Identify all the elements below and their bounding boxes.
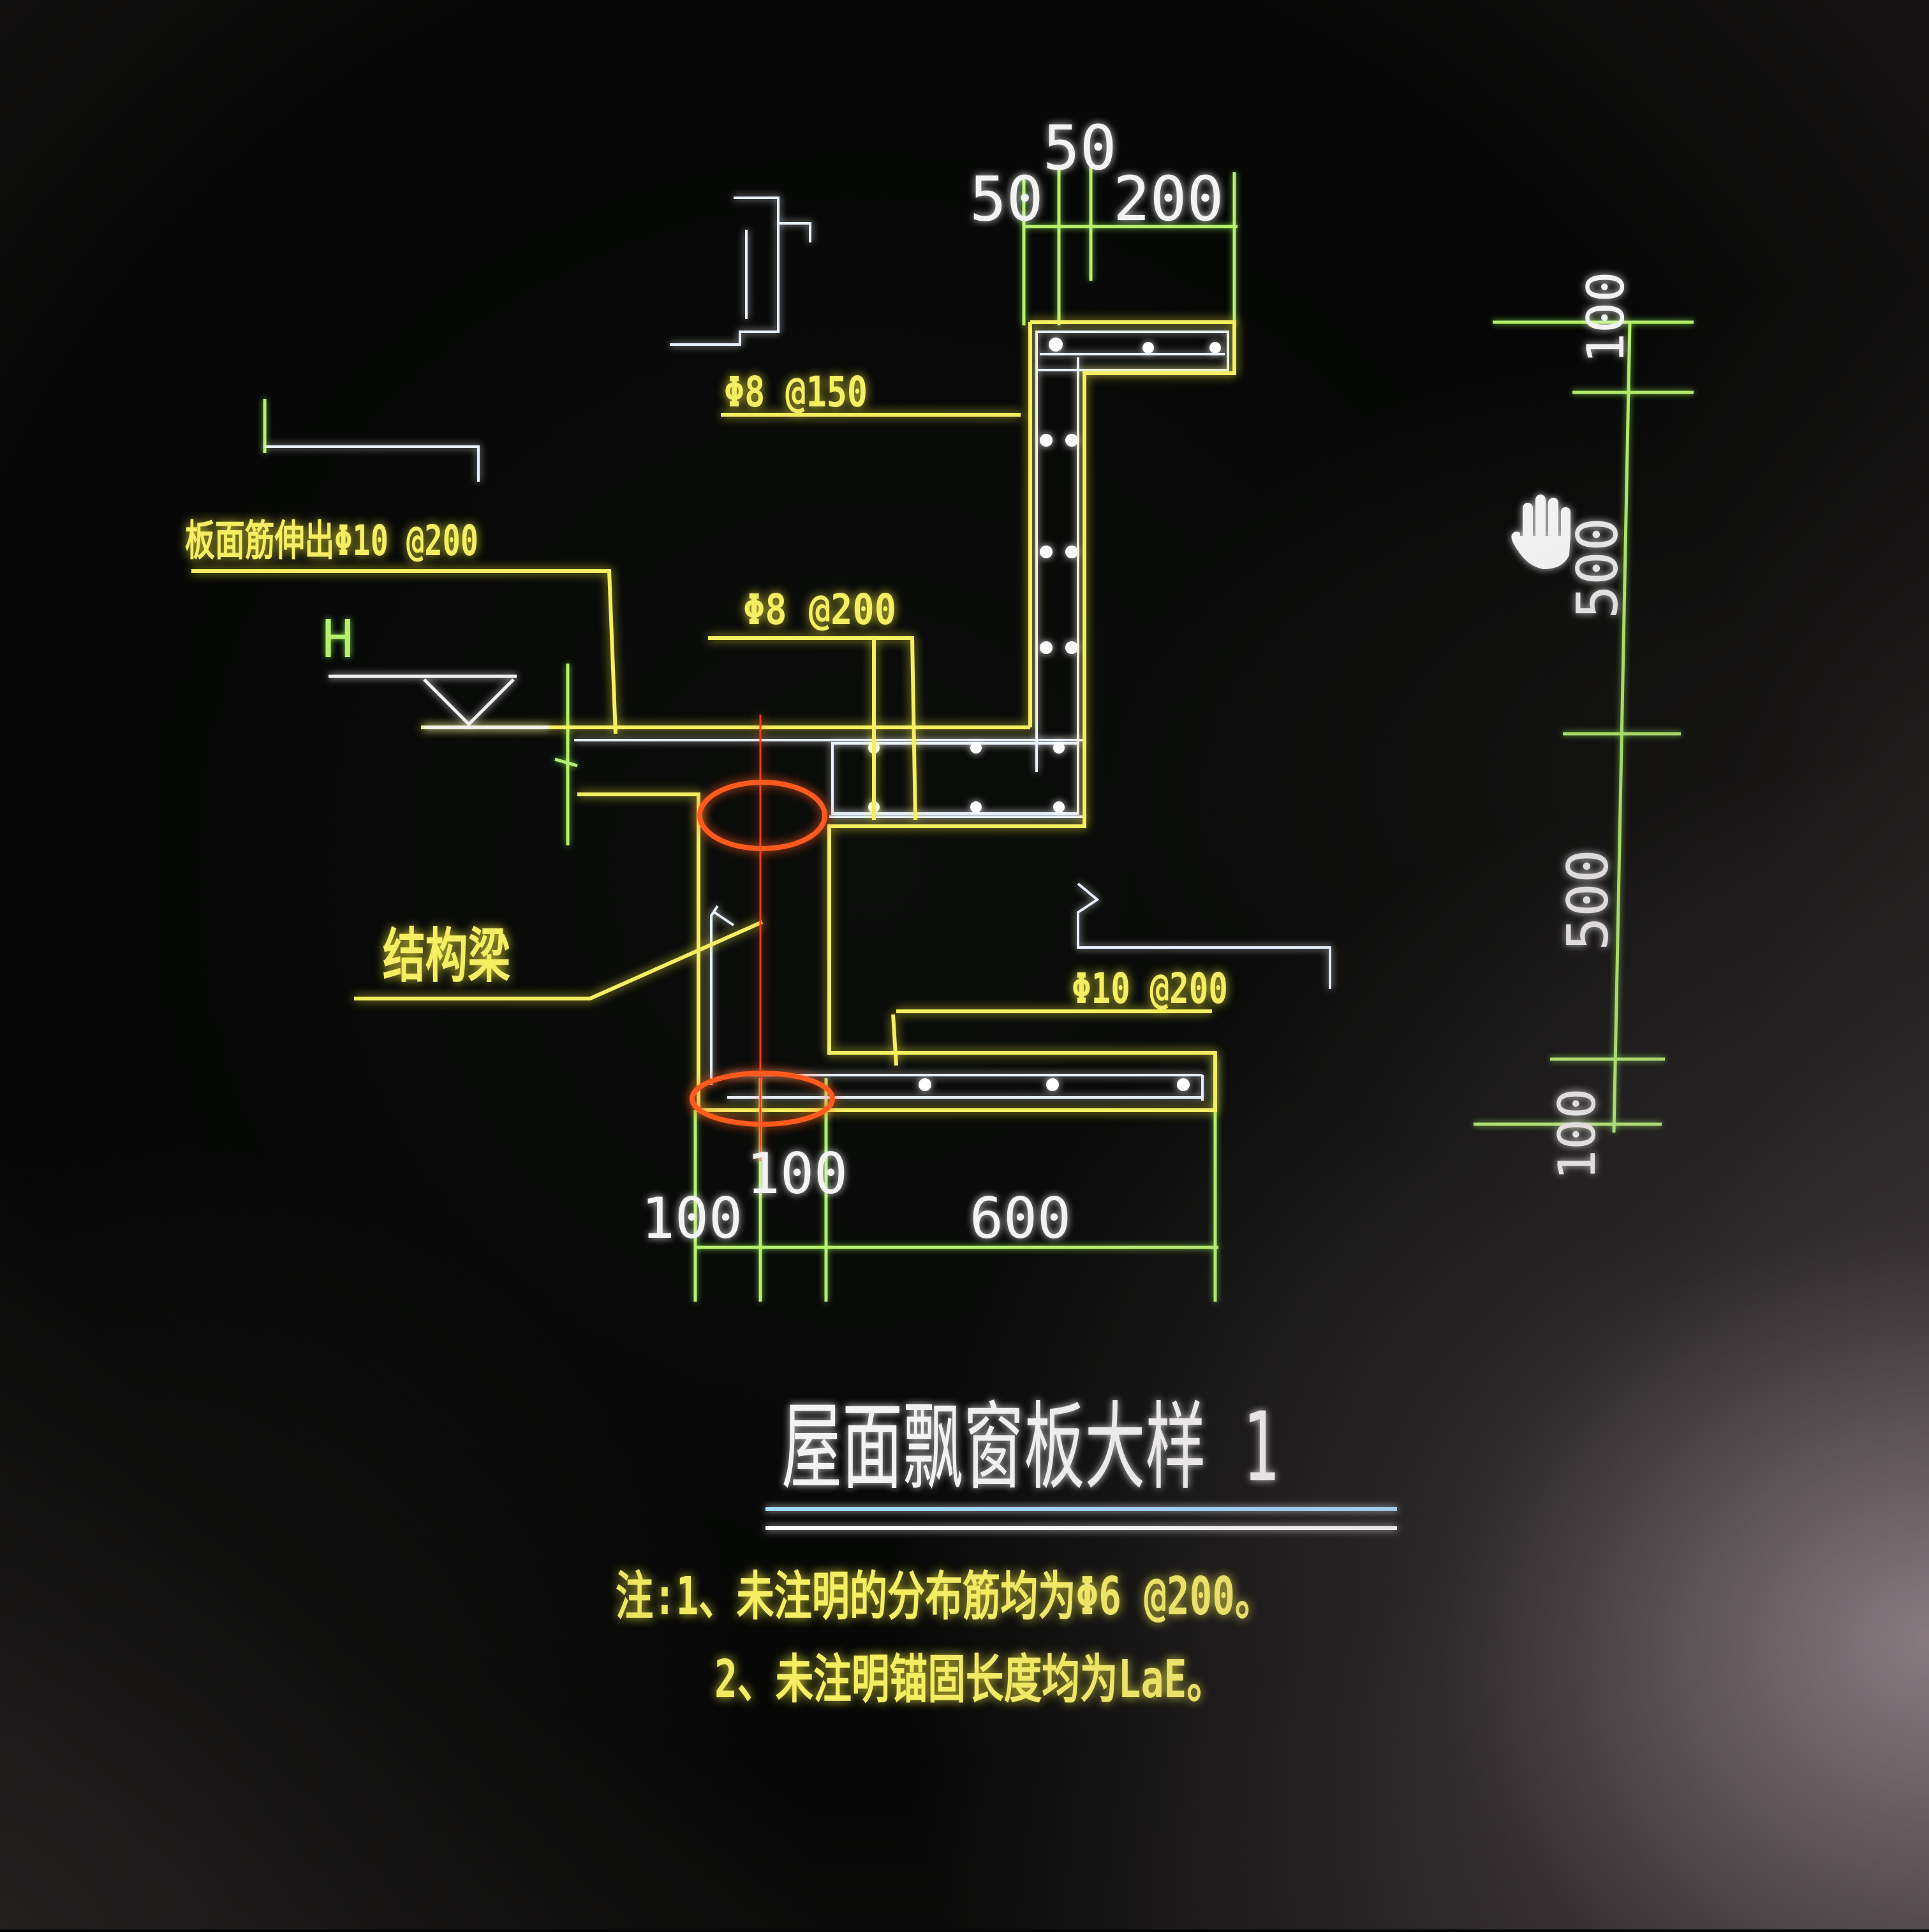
dim-top-50a: 50 <box>970 163 1044 235</box>
label-structural-beam: 结构梁 <box>383 922 510 990</box>
dim-right-500-upper: 500 <box>1565 517 1630 619</box>
dim-bottom-100b: 100 <box>746 1141 848 1207</box>
dimension-lines <box>263 166 1694 1302</box>
dim-top-50b: 50 <box>1043 112 1117 184</box>
highlight-marks <box>690 780 835 1127</box>
dim-top-200: 200 <box>1113 163 1223 235</box>
dim-bottom-600: 600 <box>970 1185 1071 1251</box>
dim-bottom-100a: 100 <box>641 1185 743 1251</box>
title-underline <box>765 1507 1397 1530</box>
dim-right-100-top: 100 <box>1576 272 1636 364</box>
hand-pan-icon <box>1511 494 1571 569</box>
dim-right-500-lower: 500 <box>1555 849 1621 951</box>
label-rebar-bottom: Φ10 @200 <box>1072 964 1228 1013</box>
dim-right-100-bottom: 100 <box>1548 1089 1607 1181</box>
label-rebar-mid: Φ8 @200 <box>743 585 896 634</box>
drawing-title: 屋面飘窗板大样 1 <box>781 1392 1279 1503</box>
label-rebar-top: Φ8 @150 <box>724 368 868 417</box>
elevation-marker <box>329 674 549 729</box>
label-rebar-slab-extension: 板面筋伸出Φ10 @200 <box>185 516 478 565</box>
note-line-1: 注:1、未注明的分布筋均为Φ6 @200。 <box>616 1566 1273 1627</box>
note-line-2: 2、未注明锚固长度均为LaE。 <box>714 1649 1225 1710</box>
label-elevation-h: H <box>322 609 353 670</box>
